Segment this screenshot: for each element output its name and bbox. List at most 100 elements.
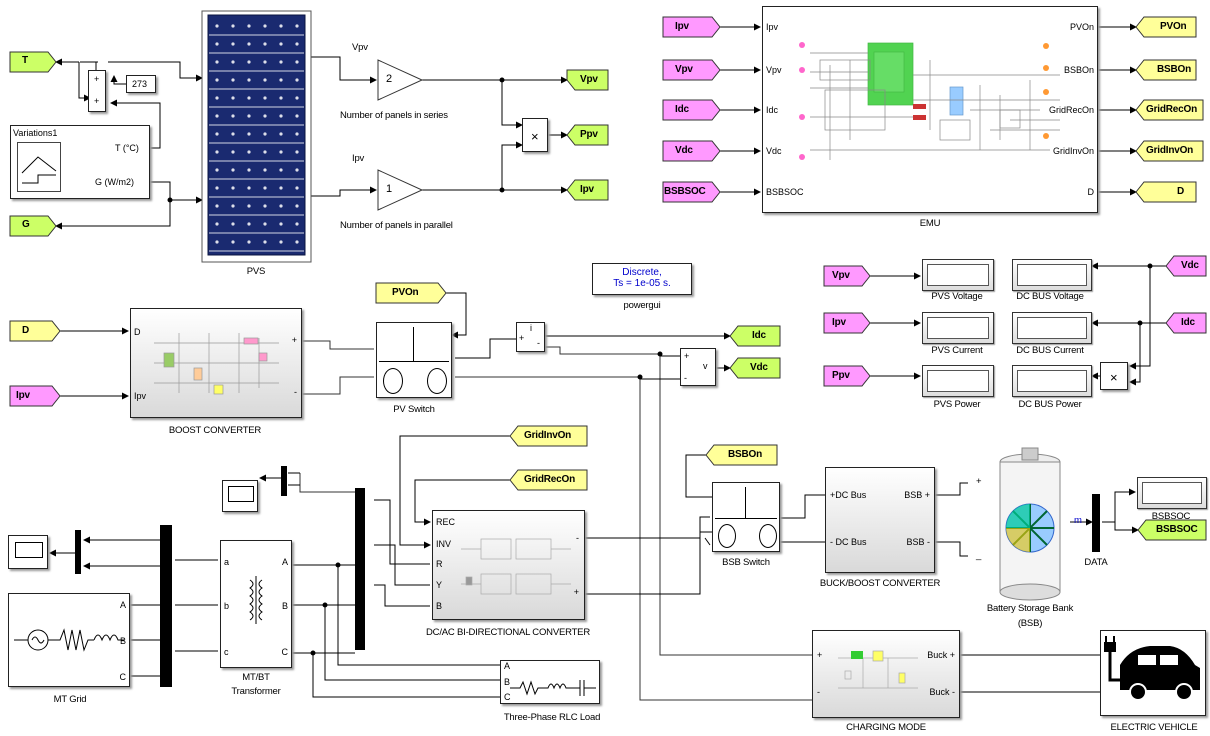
transformer-port-b: b bbox=[224, 601, 229, 611]
scope-grid[interactable] bbox=[8, 535, 48, 569]
tag-GridRecOn-in-label: GridRecOn bbox=[524, 474, 575, 485]
pv-switch-block[interactable] bbox=[376, 322, 452, 398]
dcac-port-y: Y bbox=[436, 580, 442, 590]
pv-cell bbox=[247, 186, 250, 189]
display-dc-bus-power[interactable] bbox=[1012, 365, 1092, 397]
pv-cell bbox=[279, 114, 282, 117]
transformer-block[interactable]: a b c A B C bbox=[220, 540, 292, 668]
scope-transformer[interactable] bbox=[222, 480, 258, 512]
emu-out-d: D bbox=[1088, 187, 1095, 197]
pv-cell bbox=[263, 60, 266, 63]
pv-cell bbox=[295, 150, 298, 153]
gain-parallel bbox=[378, 170, 422, 210]
pv-cell bbox=[231, 240, 234, 243]
ev-block[interactable] bbox=[1100, 630, 1206, 716]
dcac-port-rec: REC bbox=[436, 517, 455, 527]
rlc-load-block[interactable]: A B C bbox=[500, 660, 600, 704]
pv-cell bbox=[247, 168, 250, 171]
scope-mux-top bbox=[281, 466, 287, 496]
pv-cell bbox=[295, 222, 298, 225]
pv-cell bbox=[247, 114, 250, 117]
display-dc-bus-current[interactable] bbox=[1012, 312, 1092, 344]
pv-cell bbox=[231, 114, 234, 117]
powergui-line2: Ts = 1e-05 s. bbox=[593, 278, 691, 289]
pv-switch-label: PV Switch bbox=[393, 404, 435, 415]
constant-273[interactable]: 273 bbox=[126, 75, 156, 93]
charging-internal-diagram bbox=[833, 643, 923, 705]
tag-Vpv-disp-label: Vpv bbox=[832, 270, 850, 281]
pv-cell bbox=[247, 96, 250, 99]
pv-cell bbox=[247, 42, 250, 45]
pv-cell bbox=[279, 168, 282, 171]
battery-label-1: Battery Storage Bank bbox=[987, 603, 1073, 614]
boost-port-minus: - bbox=[294, 387, 297, 397]
sum-plus-bottom: + bbox=[94, 96, 99, 106]
pv-cell bbox=[247, 150, 250, 153]
display-pvs-current[interactable] bbox=[922, 312, 994, 344]
display-pvs-voltage[interactable] bbox=[922, 259, 994, 291]
tag-Idc-disp-label: Idc bbox=[1181, 317, 1195, 328]
voltage-meas-minus: - bbox=[684, 373, 687, 383]
pv-cell bbox=[295, 42, 298, 45]
variations-g-port: G (W/m2) bbox=[95, 177, 134, 187]
dcac-converter-label: DC/AC BI-DIRECTIONAL CONVERTER bbox=[426, 627, 590, 638]
mt-grid-block[interactable]: A B C bbox=[8, 593, 130, 687]
pv-cell bbox=[263, 222, 266, 225]
sum-block[interactable]: + + bbox=[88, 70, 106, 112]
pv-cell bbox=[231, 132, 234, 135]
pv-cell bbox=[231, 60, 234, 63]
display-bsbsoc[interactable] bbox=[1137, 477, 1207, 509]
emu-out-pvon: PVOn bbox=[1070, 22, 1094, 32]
pv-cell bbox=[263, 24, 266, 27]
product-block[interactable]: × bbox=[522, 118, 548, 152]
tag-Vdc-out-label: Vdc bbox=[750, 362, 768, 373]
pv-cell bbox=[295, 240, 298, 243]
charging-port-plus: + bbox=[817, 650, 822, 660]
pv-cell bbox=[231, 204, 234, 207]
charging-mode-block[interactable]: + - Buck + Buck - bbox=[812, 630, 960, 718]
display-dc-bus-voltage[interactable] bbox=[1012, 259, 1092, 291]
pv-cell bbox=[215, 60, 218, 63]
variations-title: Variations1 bbox=[13, 128, 57, 138]
tag-Idc-emu bbox=[663, 100, 720, 120]
display-pvs-power[interactable] bbox=[922, 365, 994, 397]
pv-cell bbox=[263, 204, 266, 207]
dc-product-block[interactable]: × bbox=[1100, 362, 1128, 390]
dcac-converter-block[interactable]: REC INV R Y B - + bbox=[432, 510, 585, 620]
pv-cell bbox=[279, 222, 282, 225]
voltage-measurement-block[interactable]: + v - bbox=[680, 348, 716, 386]
emu-out-bsbon: BSBOn bbox=[1064, 65, 1094, 75]
boost-port-d: D bbox=[134, 327, 141, 337]
dcac-port-plus: + bbox=[574, 587, 579, 597]
pv-cell bbox=[279, 42, 282, 45]
pv-cell bbox=[215, 114, 218, 117]
boost-converter-block[interactable]: D Ipv + - bbox=[130, 308, 302, 418]
pv-cell bbox=[263, 42, 266, 45]
pv-cell bbox=[247, 132, 250, 135]
transformer-port-C: C bbox=[282, 647, 289, 657]
vpv-line-label: Vpv bbox=[352, 42, 368, 53]
emu-block[interactable]: Ipv Vpv Idc Vdc BSBSOC PVOn BSBOn GridRe… bbox=[762, 6, 1098, 213]
tag-Ipv-boost-label: Ipv bbox=[16, 390, 30, 401]
tag-D-out-label: D bbox=[1177, 186, 1184, 197]
current-meas-plus: + bbox=[519, 333, 524, 343]
bsb-switch-block[interactable] bbox=[712, 482, 780, 552]
current-measurement-block[interactable]: + i - bbox=[516, 322, 545, 352]
powergui-block[interactable]: Discrete, Ts = 1e-05 s. bbox=[592, 263, 692, 295]
pv-cell bbox=[231, 96, 234, 99]
pv-cell bbox=[247, 24, 250, 27]
battery-plus: + bbox=[976, 476, 981, 487]
pvs-label: PVS bbox=[247, 266, 265, 277]
pv-cell bbox=[263, 186, 266, 189]
pv-cell bbox=[279, 132, 282, 135]
buckboost-converter-block[interactable]: +DC Bus - DC Bus BSB + BSB - bbox=[825, 467, 935, 573]
variations-block[interactable]: Variations1 T (°C) G (W/m2) bbox=[10, 125, 150, 199]
tag-T bbox=[10, 52, 56, 72]
tag-Ppv-disp-label: Ppv bbox=[832, 370, 850, 381]
data-demux[interactable] bbox=[1092, 494, 1100, 552]
emu-in-vpv: Vpv bbox=[766, 65, 782, 75]
product-symbol: × bbox=[531, 129, 539, 144]
pv-cell bbox=[295, 114, 298, 117]
display-dc-bus-power-label: DC BUS Power bbox=[1018, 399, 1081, 410]
emu-in-vdc: Vdc bbox=[766, 146, 782, 156]
